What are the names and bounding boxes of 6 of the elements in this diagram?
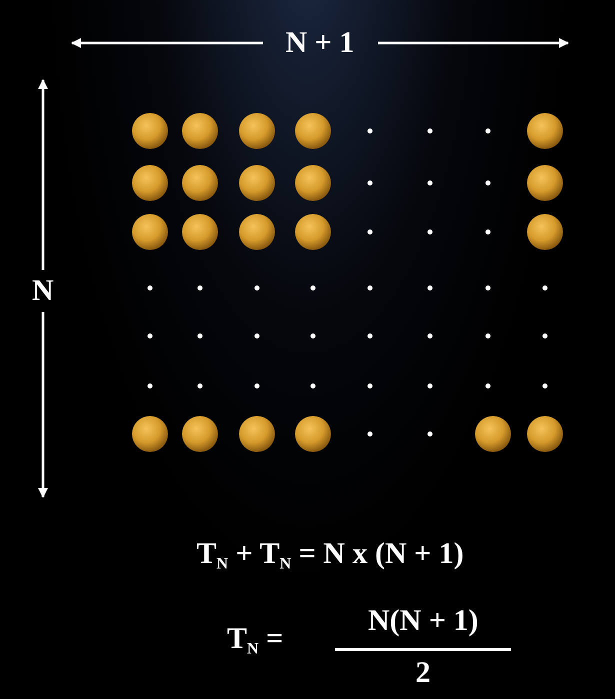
formula: T$_{N}$ = xyxy=(227,624,284,658)
formula: T$_{N}$ + T$_{N}$ = N x (N + 1) xyxy=(196,539,464,573)
numerator: N(N + 1) xyxy=(368,606,478,636)
dimension-label: N + 1 xyxy=(286,28,354,58)
denominator: 2 xyxy=(416,658,430,688)
dimension-label: N xyxy=(32,276,54,306)
